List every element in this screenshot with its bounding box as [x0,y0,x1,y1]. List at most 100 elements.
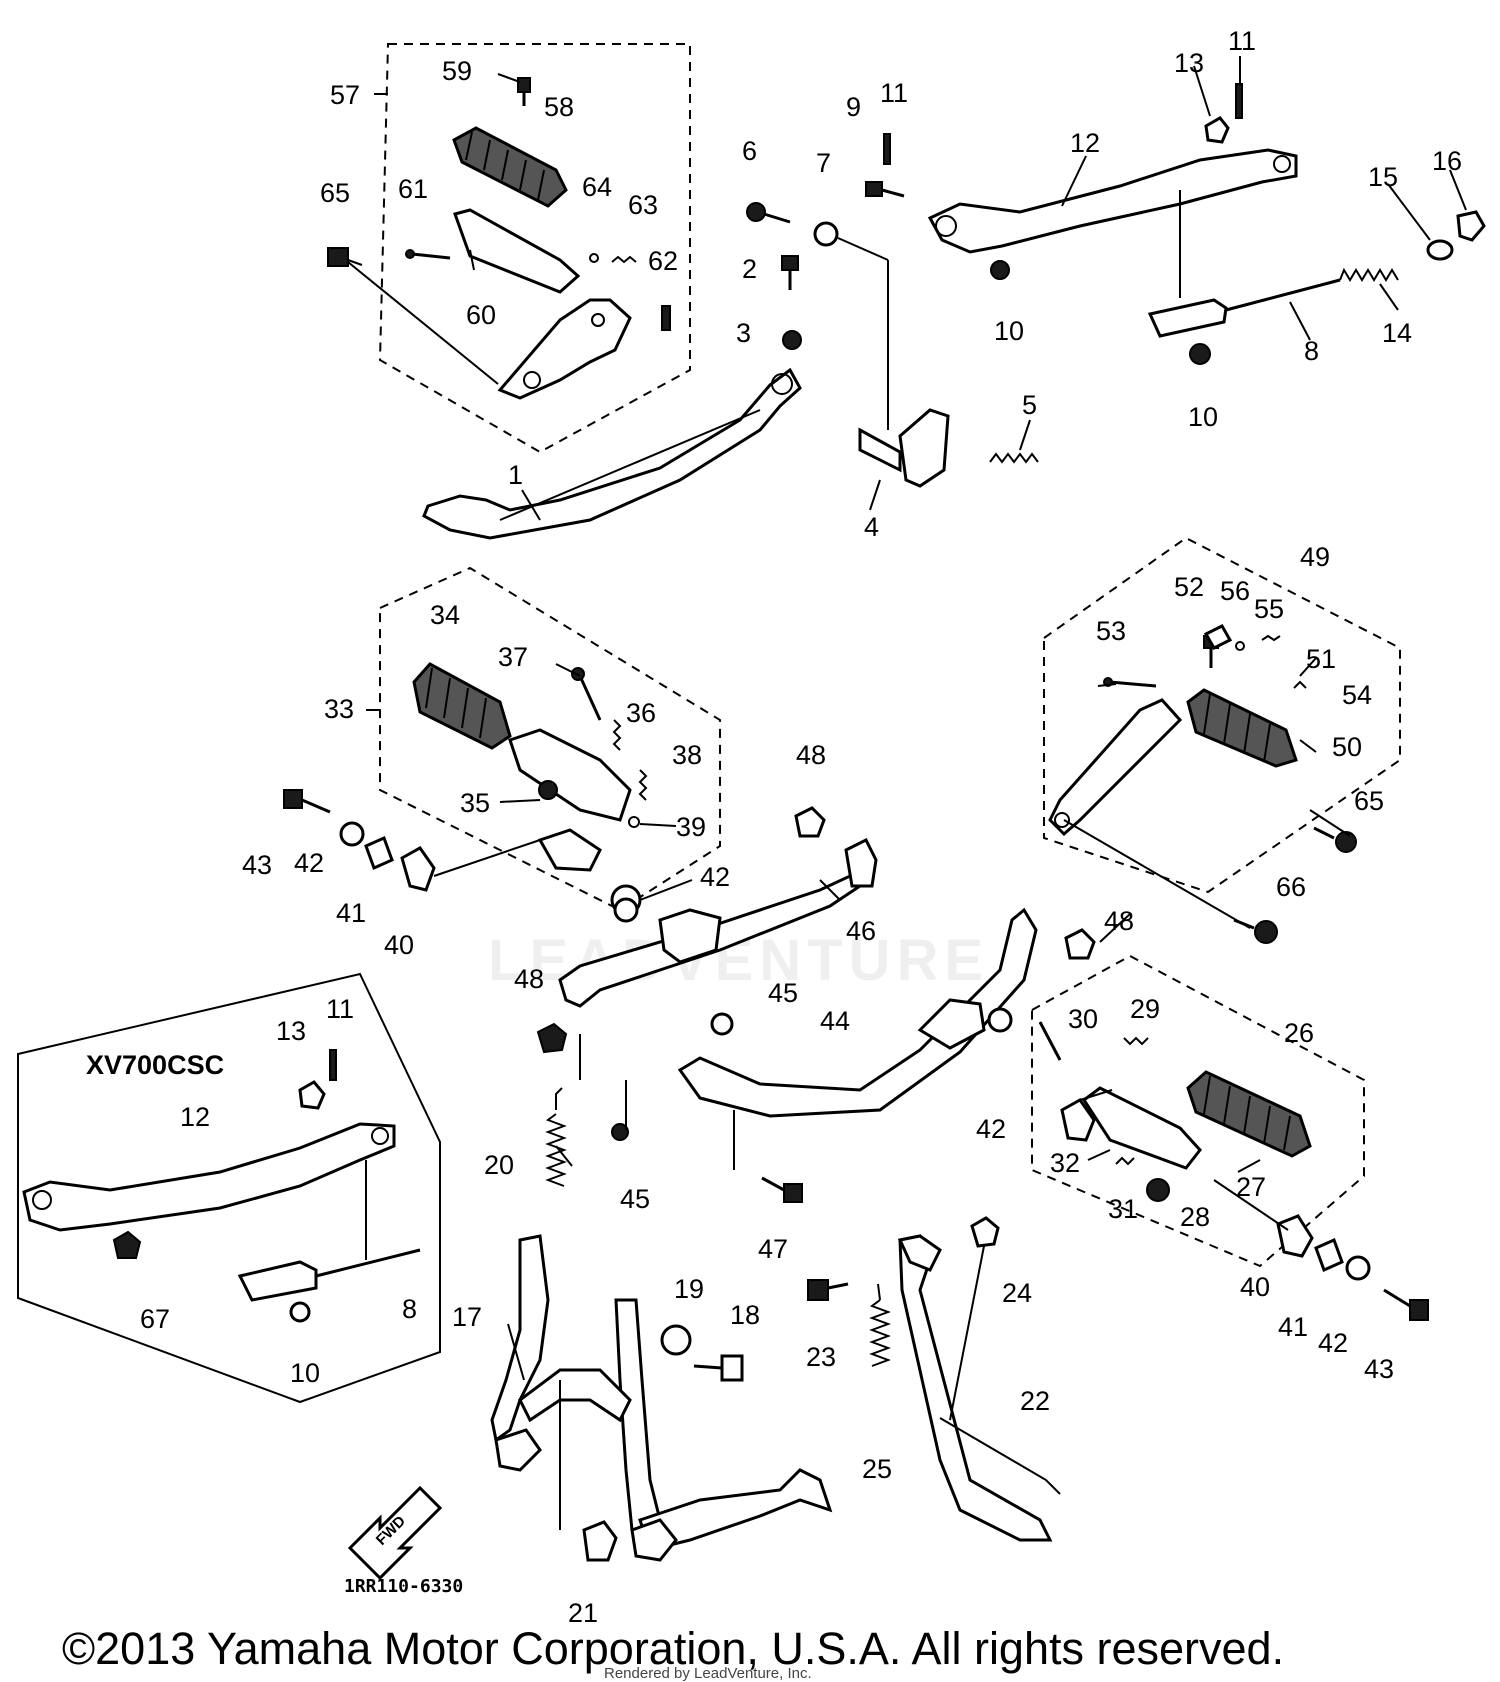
callout-42d: 42 [1318,1328,1348,1358]
callout-67: 67 [140,1304,170,1334]
callout-11b: 11 [1228,26,1256,56]
callout-42b: 42 [700,862,730,892]
callout-21: 21 [568,1598,598,1628]
callout-13b: 13 [276,1016,306,1046]
callout-57: 57 [330,80,360,110]
callout-47: 47 [758,1234,788,1264]
footrest-frame-brackets [536,806,1096,1203]
center-stand-assembly [490,1087,833,1562]
callout-16: 16 [1432,146,1462,176]
callout-9: 9 [846,92,861,122]
callout-65b: 65 [1354,786,1384,816]
callout-50: 50 [1332,732,1362,762]
callout-42c: 42 [976,1114,1006,1144]
callout-1: 1 [508,460,523,490]
callout-66: 66 [1276,872,1306,902]
callout-31: 31 [1108,1194,1138,1224]
callout-59: 59 [442,56,472,86]
copyright-notice: ©2013 Yamaha Motor Corporation, U.S.A. A… [62,1623,1284,1674]
callout-23: 23 [806,1342,836,1372]
brake-rod-linkage [865,83,1486,365]
callout-61: 61 [398,174,428,204]
callout-41a: 41 [336,898,366,928]
callout-34: 34 [430,600,460,630]
callout-12b: 12 [180,1102,210,1132]
callout-51: 51 [1306,644,1336,674]
callout-14: 14 [1382,318,1412,348]
callout-52: 52 [1174,572,1204,602]
group-26-front-footrest-right [1031,954,1429,1321]
callout-8b: 8 [402,1294,417,1324]
callout-48b: 48 [1104,906,1134,936]
callout-2: 2 [742,254,757,284]
callout-27: 27 [1236,1172,1266,1202]
callout-4: 4 [864,512,879,542]
drawing-code: 1RR110-6330 [344,1576,463,1597]
group-33-front-footrest-left [283,566,721,912]
callout-55: 55 [1254,594,1284,624]
callout-53: 53 [1096,616,1126,646]
callout-38: 38 [672,740,702,770]
callout-48c: 48 [514,964,544,994]
callout-29: 29 [1130,994,1160,1024]
callout-11c: 11 [326,994,354,1024]
xv700csc-inset: XV700CSC [17,972,441,1404]
callout-43b: 43 [1364,1354,1394,1384]
callout-19: 19 [674,1274,704,1304]
callout-48a: 48 [796,740,826,770]
callout-10a: 10 [994,316,1024,346]
callout-3: 3 [736,318,751,348]
callout-33: 33 [324,694,354,724]
callout-45b: 45 [620,1184,650,1214]
callout-35: 35 [460,788,490,818]
callout-10c: 10 [290,1358,320,1388]
callout-10b: 10 [1188,402,1218,432]
callout-64: 64 [582,172,612,202]
callout-49: 49 [1300,542,1330,572]
leader-lines [366,56,1467,1381]
callout-28: 28 [1180,1202,1210,1232]
callout-37: 37 [498,642,528,672]
variant-label: XV700CSC [86,1050,224,1080]
callout-44: 44 [820,1006,850,1036]
callout-12a: 12 [1070,128,1100,158]
callout-42a: 42 [294,848,324,878]
callout-8: 8 [1304,336,1319,366]
group-57-rear-footrest-left [327,43,691,454]
callout-26: 26 [1284,1018,1314,1048]
callout-46: 46 [846,916,876,946]
callout-30: 30 [1068,1004,1098,1034]
callout-58: 58 [544,92,574,122]
callout-20: 20 [484,1150,514,1180]
callout-56: 56 [1220,576,1250,606]
callout-65a: 65 [320,178,350,208]
callout-40b: 40 [1240,1272,1270,1302]
callout-63: 63 [628,190,658,220]
callout-40a: 40 [384,930,414,960]
callout-54: 54 [1342,680,1372,710]
callout-43a: 43 [242,850,272,880]
callout-17: 17 [452,1302,482,1332]
forward-arrow-icon: FWD [347,1485,443,1581]
callout-5: 5 [1022,390,1037,420]
callout-60: 60 [466,300,496,330]
callout-36: 36 [626,698,656,728]
callout-39: 39 [676,812,706,842]
callout-15: 15 [1368,162,1398,192]
callout-45a: 45 [768,978,798,1008]
callout-62: 62 [648,246,678,276]
rendered-by-note: Rendered by LeadVenture, Inc. [604,1665,812,1682]
callout-13a: 13 [1174,48,1204,78]
brake-pedal-assembly [422,202,1039,540]
callout-6: 6 [742,136,757,166]
side-stand-assembly [807,1216,1061,1542]
callout-24: 24 [1002,1278,1032,1308]
callout-25: 25 [862,1454,892,1484]
callout-41b: 41 [1278,1312,1308,1342]
callout-labels: 1 2 3 4 5 6 7 8 9 10 10 11 11 12 13 14 1… [140,26,1462,1628]
callout-32: 32 [1050,1148,1080,1178]
group-49-rear-footrest-right [1043,536,1401,944]
callout-7: 7 [816,148,831,178]
callout-22: 22 [1020,1386,1050,1416]
